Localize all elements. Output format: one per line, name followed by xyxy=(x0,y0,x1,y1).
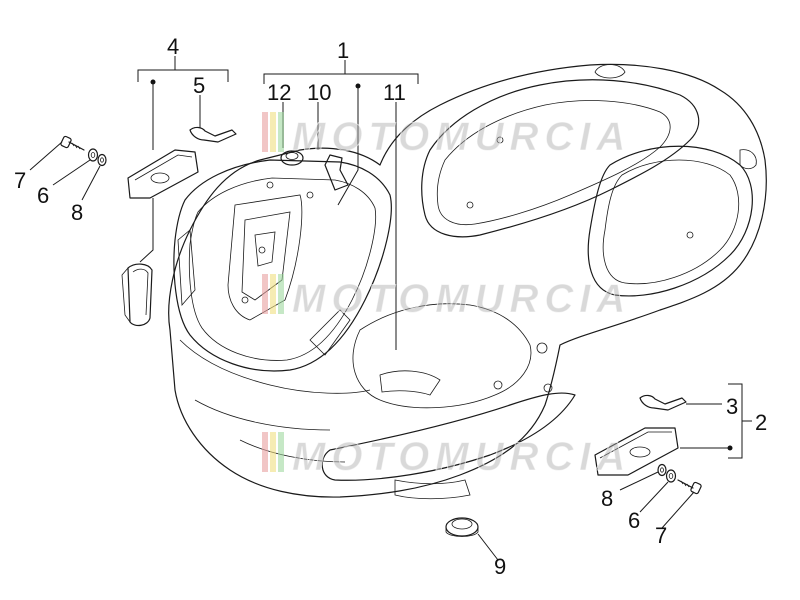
watermark-stripe xyxy=(270,432,276,472)
washer-6-right xyxy=(665,469,677,483)
watermark-stripe xyxy=(270,112,276,152)
callout-12: 12 xyxy=(267,80,291,105)
leader-lines xyxy=(29,56,752,561)
callout-4: 4 xyxy=(167,34,179,59)
callout-7-right: 7 xyxy=(655,523,667,548)
watermark-text: MOTOMURCIA xyxy=(292,277,631,321)
bolt-right xyxy=(677,479,702,495)
watermark-top: MOTOMURCIA xyxy=(262,112,631,160)
callout-10: 10 xyxy=(307,80,331,105)
washer-8-right xyxy=(657,463,667,477)
watermark-stripe xyxy=(262,432,268,472)
watermark-stripe xyxy=(262,112,268,152)
callout-2: 2 xyxy=(755,410,767,435)
watermark-bottom: MOTOMURCIA xyxy=(262,432,631,480)
callout-8-left: 8 xyxy=(71,200,83,225)
callout-7-left: 7 xyxy=(14,168,26,193)
washer-8-left xyxy=(97,153,107,167)
rubber-pad-part-2 xyxy=(594,427,679,476)
washer-6-left xyxy=(87,148,99,162)
watermark-stripe xyxy=(278,432,284,472)
watermark-stripe xyxy=(262,274,268,314)
watermark-stripe xyxy=(278,274,284,314)
leg-shield-panel xyxy=(173,150,392,372)
callout-5: 5 xyxy=(193,73,205,98)
rubber-pad-part-4 xyxy=(127,149,199,199)
callout-3: 3 xyxy=(726,394,738,419)
clip-part-5 xyxy=(189,126,237,143)
watermark-text: MOTOMURCIA xyxy=(292,115,631,159)
watermark-stripe xyxy=(270,274,276,314)
callout-6-left: 6 xyxy=(37,183,49,208)
callout-numbers: 4 5 1 12 10 11 7 6 8 2 3 8 6 7 9 xyxy=(14,34,767,579)
grommet-part-9 xyxy=(445,517,479,537)
scooter-body-frame xyxy=(168,63,767,500)
watermark-middle: MOTOMURCIA xyxy=(262,274,631,322)
callout-8-right: 8 xyxy=(601,486,613,511)
callout-11: 11 xyxy=(383,80,406,105)
clip-part-3 xyxy=(639,394,687,411)
watermark-text: MOTOMURCIA xyxy=(292,435,631,479)
callout-6-right: 6 xyxy=(628,508,640,533)
callout-9: 9 xyxy=(494,554,506,579)
watermark-stripe xyxy=(278,112,284,152)
bolt-left xyxy=(60,135,85,151)
rubber-strip-part xyxy=(121,263,153,327)
callout-1: 1 xyxy=(337,38,349,63)
